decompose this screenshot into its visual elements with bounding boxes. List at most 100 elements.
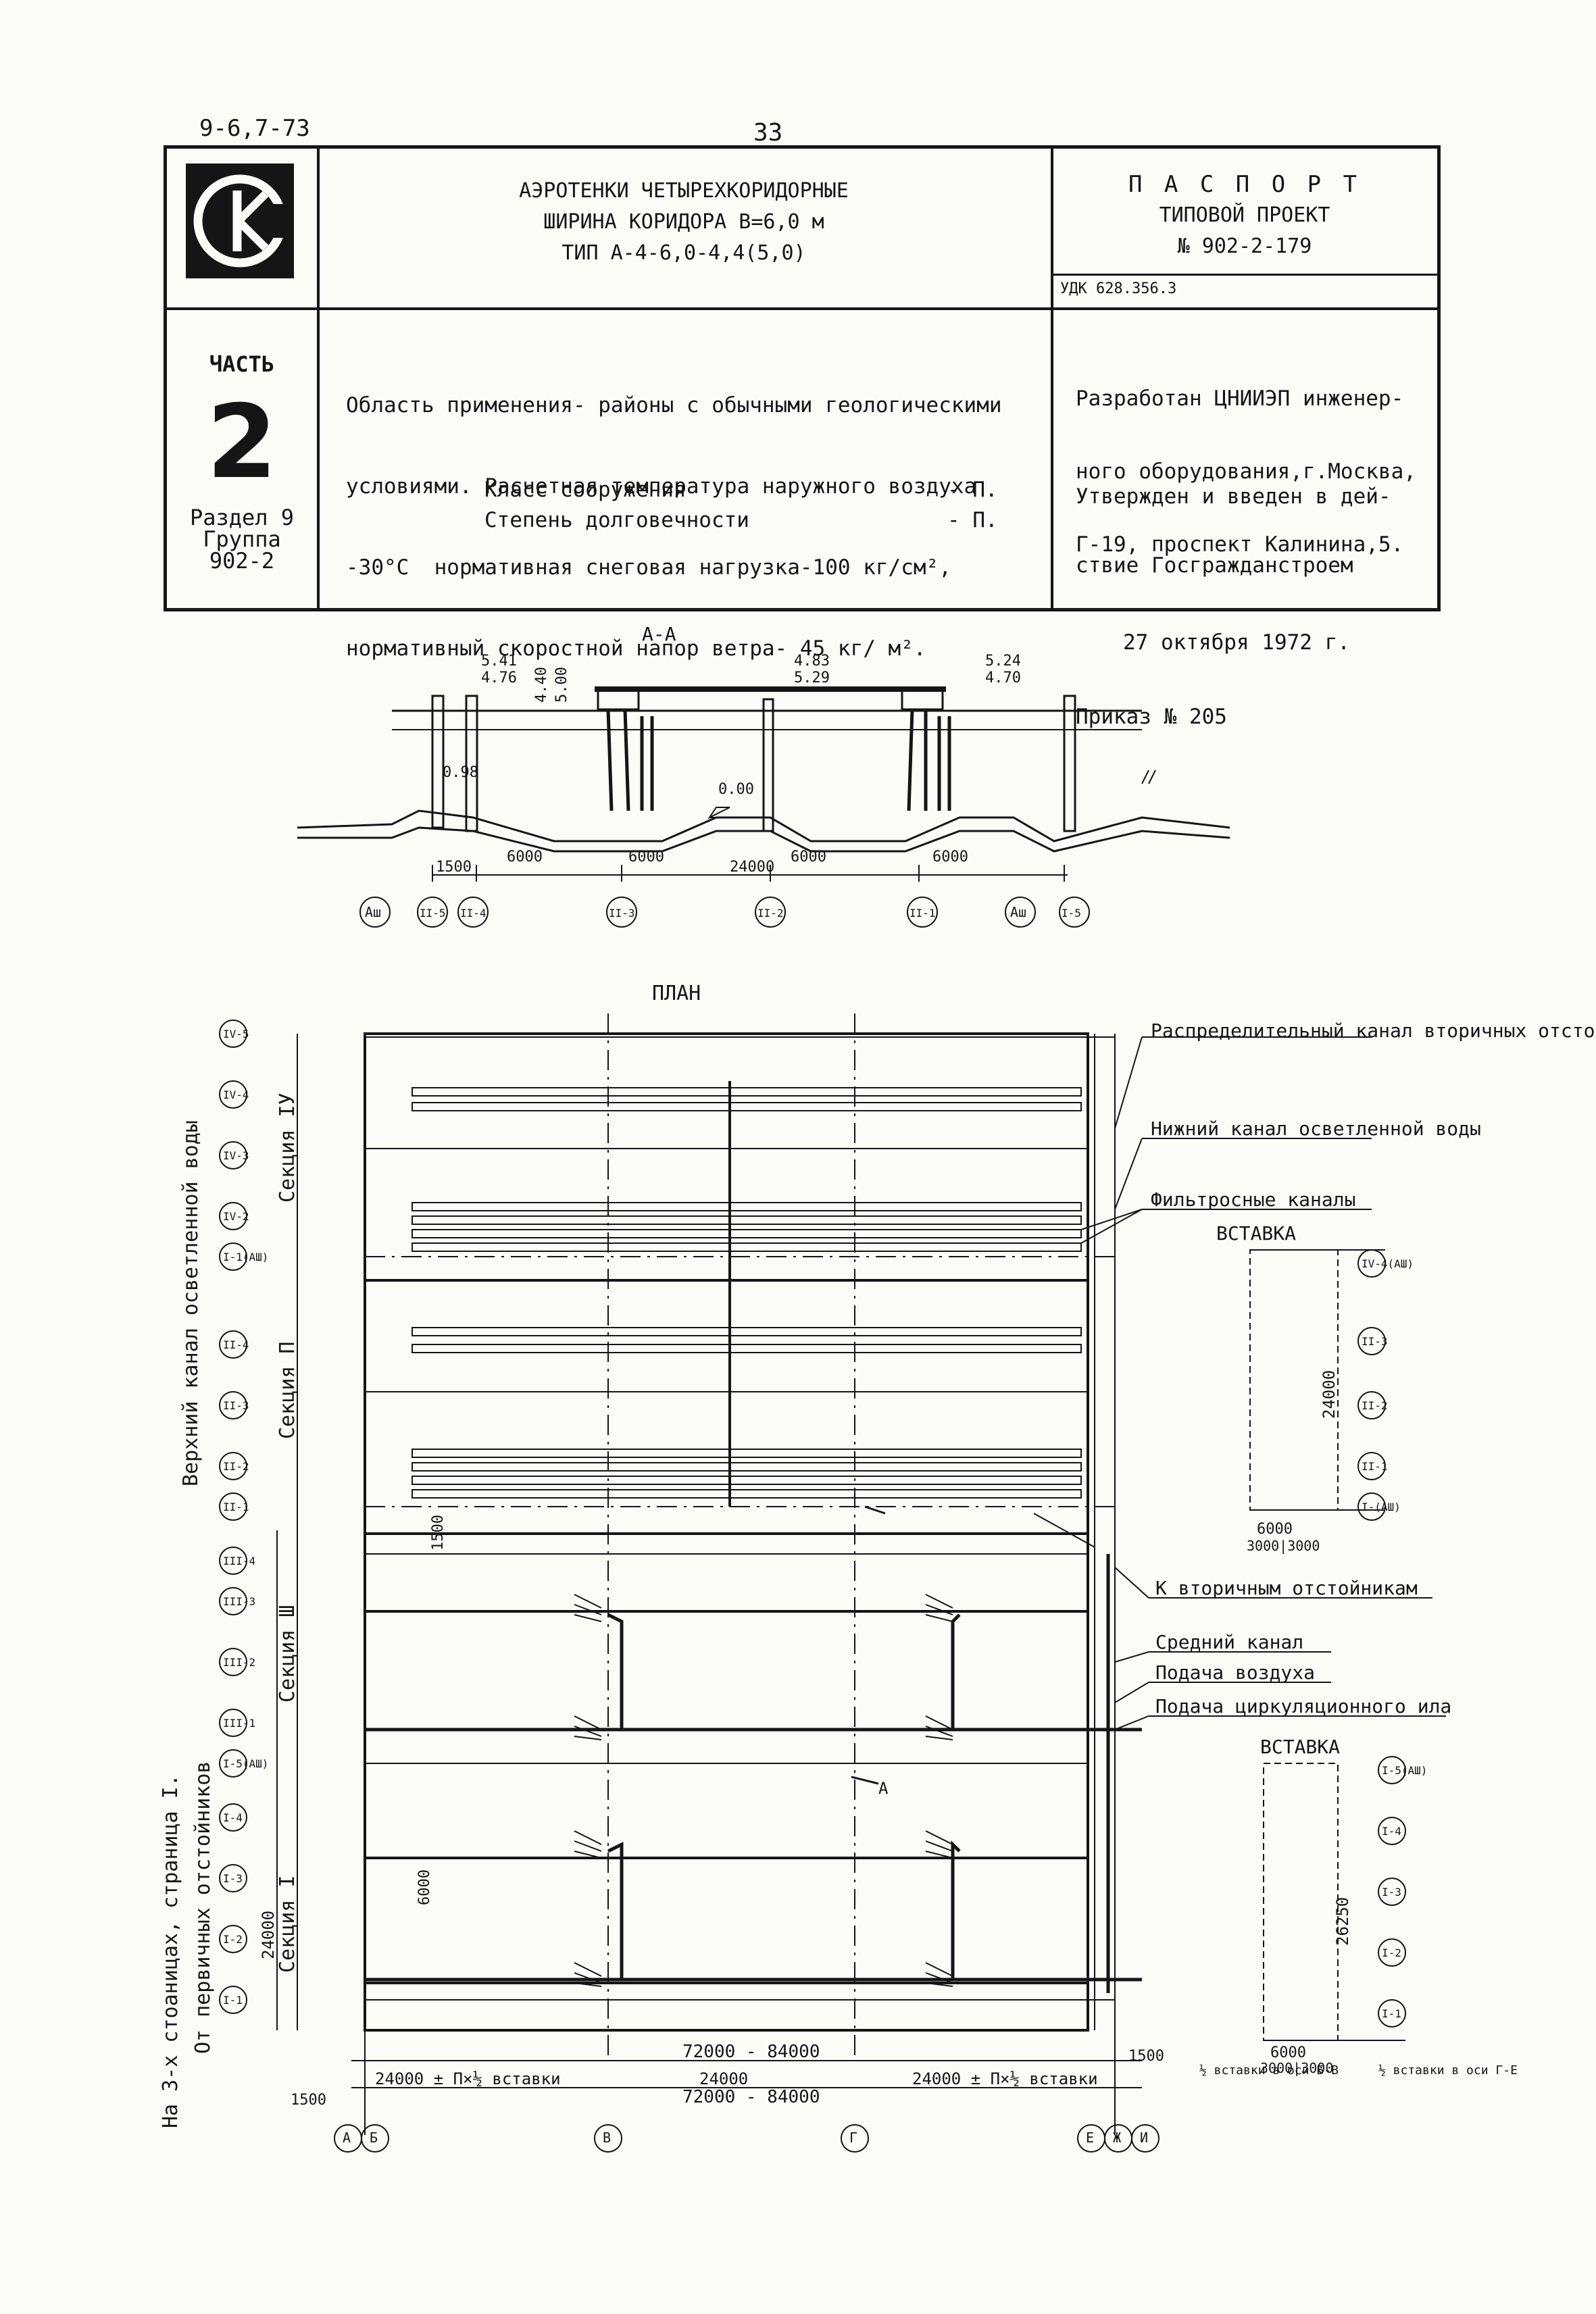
axis-bubble: I-4: [223, 1811, 243, 1824]
axis-bubble: III-4: [223, 1555, 255, 1567]
plan-dimension: 24000: [699, 2069, 748, 2088]
insert-dimension: 6000: [1257, 1521, 1293, 1538]
elevation-label: 4.76: [481, 670, 517, 686]
axis-bubble: Аш: [1010, 904, 1026, 920]
plan-dimension: 24000 ± П×½ вставки: [912, 2069, 1098, 2088]
page-number: 33: [753, 119, 783, 147]
dimension-label: 24000: [730, 859, 774, 876]
project-title: АЭРОТЕНКИ ЧЕТЫРЕХКОРИДОРНЫЕ ШИРИНА КОРИД…: [519, 179, 849, 265]
class-value: - П.: [947, 478, 998, 502]
axis-bubble: I-3: [223, 1872, 243, 1885]
dimension-label: 1500: [436, 859, 472, 876]
source-note: От первичных отстойников: [191, 1761, 215, 2054]
axis-bubble: III-1: [223, 1717, 255, 1730]
udk-code: УДК 628.356.3: [1060, 280, 1177, 297]
axis-bubble: II-2: [1362, 1399, 1388, 1412]
axis-bubble: I-2: [223, 1933, 243, 1946]
insert-dimension: 6000: [1270, 2044, 1306, 2061]
plan-title: ПЛАН: [652, 982, 701, 1005]
insert-top-title: ВСТАВКА: [1216, 1222, 1296, 1244]
axis-bubble: I-3: [1382, 1886, 1401, 1898]
axis-bubble: II-4: [460, 907, 487, 920]
callout-sludge-supply: Подача циркуляционного ила: [1155, 1695, 1451, 1717]
axis-bubble: I-1: [1382, 2007, 1401, 2020]
axis-bubble: I-5(АШ): [223, 1757, 268, 1770]
left-channel-label: Верхний канал осветленной воды: [179, 1120, 203, 1486]
drawing-code: 9-6,7-73: [199, 115, 310, 142]
elevation-label: 5.29: [794, 670, 830, 686]
axis-bubble: II-1: [1362, 1460, 1388, 1473]
callout-middle-channel: Средний канал: [1155, 1631, 1303, 1653]
application-text: Область применения- районы с обычными ге…: [346, 393, 1002, 661]
elevation-label: 4.40: [533, 667, 550, 703]
part-label: ЧАСТЬ: [209, 351, 275, 377]
elevation-label: 0.00: [718, 781, 754, 798]
axis-bubble: I-1: [223, 1994, 243, 2007]
insert-dimension: 24000: [1320, 1370, 1339, 1419]
plan-dimension: 72000 - 84000: [682, 2042, 820, 2062]
part-number: 2: [206, 384, 278, 501]
insert-dimension: 3000|3000: [1260, 2060, 1333, 2076]
insert-note: ½ вставки в оси Б-В: [1199, 2063, 1339, 2078]
axis-bubble: Г: [849, 2130, 857, 2146]
section-aa-drawing: [297, 686, 1230, 882]
axis-bubble: Б: [370, 2130, 378, 2146]
axis-bubble: III-3: [223, 1595, 255, 1608]
elevation-label: 0.98: [443, 764, 478, 781]
approval-text: Утвержден и введен в дей- ствие Госгражд…: [1076, 484, 1391, 729]
section-label: Секция Ш: [276, 1605, 299, 1703]
axis-bubble: I-4: [1382, 1825, 1401, 1838]
callout-to-secondary: К вторичным отстойникам: [1155, 1577, 1418, 1599]
title-block-divider: [167, 307, 1437, 310]
axis-bubble: IV-3: [223, 1149, 249, 1162]
udk-divider: [1051, 274, 1437, 276]
axis-bubble: II-3: [1362, 1335, 1388, 1348]
axis-bubble: IV-2: [223, 1210, 249, 1223]
plan-dimension: 24000: [259, 1911, 278, 1959]
axis-bubble: И: [1140, 2130, 1148, 2146]
callout-air-supply: Подача воздуха: [1155, 1661, 1315, 1684]
section-label: Секция IУ: [276, 1092, 299, 1203]
section-cut-label: А: [878, 1779, 889, 1798]
axis-bubble: IV-5: [223, 1028, 249, 1040]
axis-bubble: I-5: [1062, 907, 1081, 920]
section-aa-title: А-А: [642, 623, 676, 645]
sk-monogram-icon: [186, 164, 294, 278]
axis-bubble: Аш: [365, 904, 381, 920]
plan-dimension: 1500: [291, 2092, 326, 2109]
plan-dimension: 1500: [430, 1515, 447, 1551]
axis-bubble: IV-4: [223, 1088, 249, 1101]
axis-bubble: II-2: [223, 1460, 249, 1473]
durability-value: - П.: [947, 508, 998, 532]
plan-dimension: 1500: [1128, 2048, 1164, 2065]
callout-lower-channel: Нижний канал осветленной воды: [1151, 1117, 1481, 1140]
developer-text: Разработан ЦНИИЭП инженер- ного оборудов…: [1076, 386, 1416, 557]
axis-bubble: II-1: [223, 1501, 249, 1513]
axis-bubble: III-2: [223, 1656, 255, 1669]
axis-bubble: Е: [1086, 2130, 1094, 2146]
section-group: Раздел 9 Группа 902-2: [189, 505, 295, 574]
axis-bubble: А: [343, 2130, 351, 2146]
section-label: Секция П: [276, 1342, 299, 1440]
plan-drawing: [276, 1013, 1446, 2135]
axis-bubble: II-2: [757, 907, 784, 920]
insert-bottom-title: ВСТАВКА: [1260, 1736, 1340, 1758]
axis-bubble: Ж: [1113, 2130, 1121, 2146]
plan-dimension: 72000 - 84000: [682, 2087, 820, 2107]
elevation-label: 4.83: [794, 653, 830, 670]
class-row: Класс сооружения: [484, 478, 687, 502]
callout-distribution-channel: Распределительный канал вторичных отстой…: [1151, 1020, 1596, 1042]
insert-note: ½ вставки в оси Г-Е: [1378, 2063, 1518, 2078]
axis-bubble: II-3: [609, 907, 635, 920]
dimension-label: 6000: [507, 849, 543, 865]
title-block: АЭРОТЕНКИ ЧЕТЫРЕХКОРИДОРНЫЕ ШИРИНА КОРИД…: [164, 145, 1441, 728]
elevation-label: 4.70: [985, 670, 1021, 686]
axis-bubble: I-(АШ): [1362, 1501, 1401, 1513]
elevation-label: 5.00: [553, 667, 570, 703]
axis-bubble: II-4: [223, 1338, 249, 1351]
source-note: На 3-х стоаницах, страница I.: [159, 1774, 182, 2128]
elevation-label: 5.24: [985, 653, 1021, 670]
callout-filter-channels: Фильтросные каналы: [1151, 1188, 1355, 1211]
axis-bubble: I-2: [1382, 1946, 1401, 1959]
